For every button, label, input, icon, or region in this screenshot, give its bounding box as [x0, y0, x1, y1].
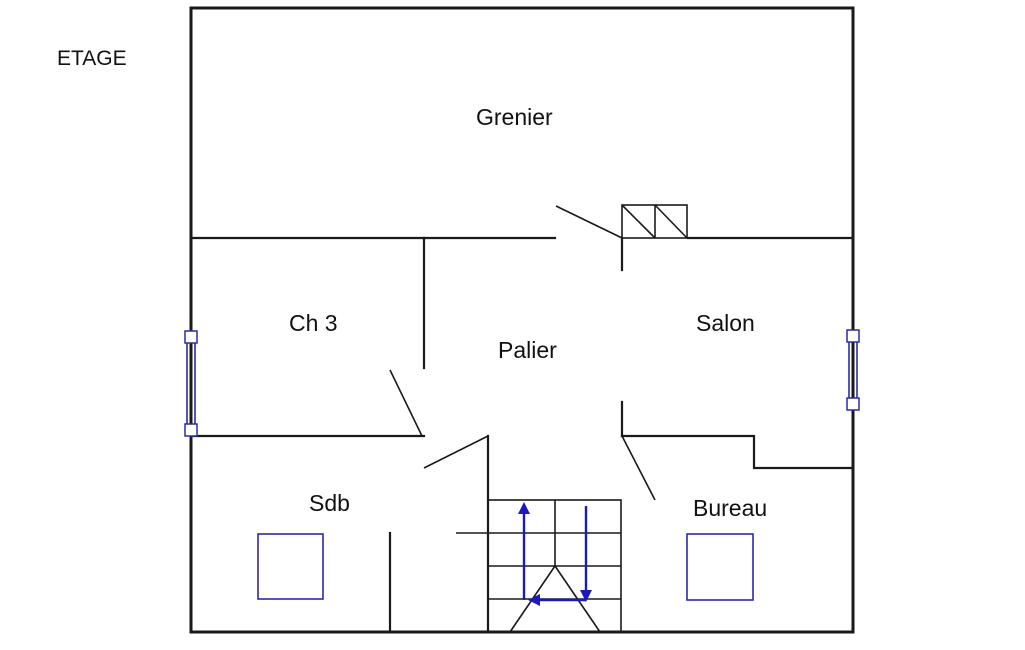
room-label-salon: Salon: [696, 310, 755, 336]
skylight-bureau: [686, 533, 754, 601]
window-right: [846, 329, 860, 411]
room-label-palier: Palier: [498, 337, 557, 363]
salon-bureau-wall: [620, 434, 855, 470]
ch3-door-leaf: [389, 369, 423, 437]
skylight-sdb: [257, 533, 324, 600]
floor-title: ETAGE: [57, 47, 127, 70]
staircase: [456, 499, 622, 633]
grenier-door-leaf: [555, 205, 623, 239]
room-label-grenier: Grenier: [476, 104, 553, 130]
attic-hatch: [621, 204, 688, 239]
room-label-ch3: Ch 3: [289, 310, 338, 336]
stair-arrows: [518, 502, 592, 606]
window-left: [184, 330, 198, 437]
room-label-bureau: Bureau: [693, 495, 767, 521]
room-label-sdb: Sdb: [309, 490, 350, 516]
sdb-door-leaf: [423, 435, 489, 469]
salon-door-leaf: [621, 435, 656, 501]
